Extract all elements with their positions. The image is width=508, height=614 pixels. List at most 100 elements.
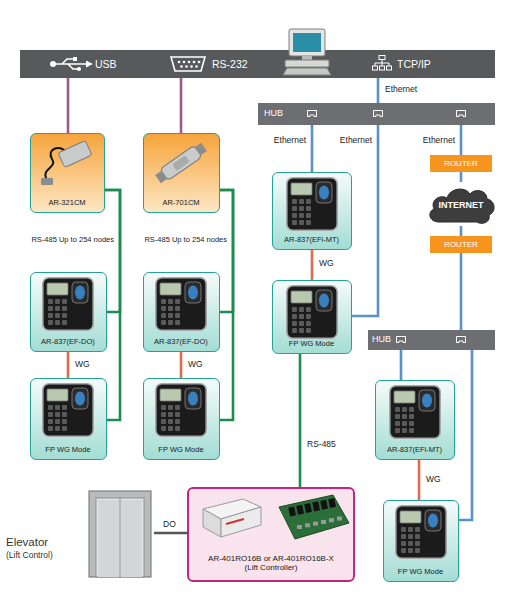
connector	[352, 125, 378, 316]
router-box: ROUTER	[430, 236, 492, 253]
fingerprint-reader	[42, 383, 94, 437]
connector-label: WG	[318, 259, 335, 269]
internet-cloud: INTERNET	[425, 182, 497, 226]
hub-label: HUB	[372, 334, 391, 344]
fingerprint-reader	[42, 277, 94, 331]
elevator-label: (Lift Control)	[6, 551, 53, 561]
connector-label: RS-485 Up to 254 nodes	[30, 236, 115, 245]
reader-box: AR-837(EFi-MT)	[375, 380, 455, 460]
connector	[299, 354, 302, 487]
usb-icon	[50, 57, 94, 71]
fingerprint-reader	[286, 285, 338, 339]
port-icon	[396, 336, 406, 344]
fingerprint-reader	[155, 383, 207, 437]
converter-box: AR-701CM	[143, 133, 220, 213]
model-label: AR-321CM	[48, 199, 85, 208]
controller-enclosure	[199, 495, 263, 539]
model-label: AR-837(EF-DO)	[154, 338, 208, 347]
elevator: Elevator (Lift Control)	[4, 488, 154, 580]
connector	[67, 352, 70, 378]
connector	[400, 350, 403, 380]
model-label: AR-837(EFi-MT)	[284, 236, 339, 245]
connector	[460, 253, 463, 330]
model-label: AR-837(EF-DO)	[41, 338, 95, 347]
connector	[220, 190, 233, 312]
connector-label: Ethernet	[422, 136, 456, 146]
reader-box: FP WG Mode	[383, 500, 459, 582]
connector	[67, 78, 70, 133]
connector-label: WG	[425, 475, 442, 485]
hub-bar: HUB	[258, 103, 495, 125]
fingerprint-reader	[395, 505, 447, 559]
elevator-label: Elevator	[6, 536, 48, 549]
reader-box: FP WG Mode	[143, 378, 220, 460]
model-label: (Lift Controller)	[245, 563, 298, 572]
port-icon	[456, 336, 466, 344]
port-icon	[373, 110, 383, 118]
port-icon	[396, 336, 406, 344]
connector	[220, 190, 233, 420]
connector	[180, 352, 183, 378]
reader-box: FP WG Mode	[272, 280, 352, 354]
reader-box: AR-837(EF-DO)	[30, 272, 107, 352]
rs232-converter	[151, 138, 211, 188]
fingerprint-reader	[286, 177, 338, 231]
model-label: FP WG Mode	[45, 446, 90, 455]
elevator-drawing	[88, 490, 152, 578]
connector	[377, 78, 380, 103]
reader-box: FP WG Mode	[30, 378, 107, 460]
connector	[311, 250, 314, 280]
model-label: AR-701CM	[162, 199, 199, 208]
rs232-converter	[151, 138, 211, 188]
model-label: FP WG Mode	[398, 568, 443, 577]
lift-controller-box: AR-401RO16B or AR-401RO16B-X(Lift Contro…	[187, 487, 355, 582]
connector	[460, 125, 463, 155]
network-icon	[372, 55, 392, 72]
connector	[105, 190, 120, 420]
fingerprint-reader	[286, 285, 338, 339]
model-label: AR-401RO16B or AR-401RO16B-X	[208, 554, 334, 563]
connector	[460, 226, 463, 236]
fingerprint-reader	[155, 277, 207, 331]
cloud-label: INTERNET	[439, 200, 484, 210]
interface-label: RS-232	[212, 58, 248, 70]
fingerprint-reader	[42, 277, 94, 331]
fingerprint-reader	[395, 505, 447, 559]
controller-enclosure	[199, 495, 263, 539]
connector-label: Ethernet	[384, 85, 418, 95]
fingerprint-reader	[155, 277, 207, 331]
connector-label: DO	[162, 520, 177, 530]
connector-label: Ethernet	[339, 136, 373, 146]
model-label: FP WG Mode	[289, 340, 334, 349]
controller-board	[277, 493, 351, 543]
usb-converter	[38, 138, 96, 188]
port-icon	[373, 110, 383, 118]
serial-port-icon	[170, 56, 206, 72]
interface-bar: USBRS-232TCP/IP	[20, 50, 495, 78]
connector	[180, 78, 183, 133]
port-icon	[456, 110, 466, 118]
fingerprint-reader	[286, 177, 338, 231]
usb-icon	[50, 57, 94, 71]
fingerprint-reader	[389, 385, 441, 439]
connector-label: WG	[74, 360, 91, 370]
router-label: ROUTER	[444, 159, 478, 168]
hub-bar: HUB	[368, 330, 495, 350]
reader-box: AR-837(EF-DO)	[143, 272, 220, 352]
interface-label: TCP/IP	[397, 58, 431, 70]
connector	[105, 190, 120, 312]
serial-port-icon	[170, 56, 206, 72]
connector-label: RS-485 Up to 254 nodes	[143, 236, 228, 245]
port-icon	[456, 336, 466, 344]
connector	[311, 125, 314, 172]
hub-label: HUB	[264, 108, 283, 118]
usb-converter	[38, 138, 96, 188]
converter-box: AR-321CM	[30, 133, 105, 213]
connector	[154, 532, 187, 535]
connector-label: Ethernet	[273, 136, 307, 146]
router-box: ROUTER	[430, 155, 492, 172]
port-icon	[307, 110, 317, 118]
router-label: ROUTER	[444, 240, 478, 249]
reader-box: AR-837(EFi-MT)	[272, 172, 352, 250]
model-label: AR-837(EFi-MT)	[387, 446, 442, 455]
